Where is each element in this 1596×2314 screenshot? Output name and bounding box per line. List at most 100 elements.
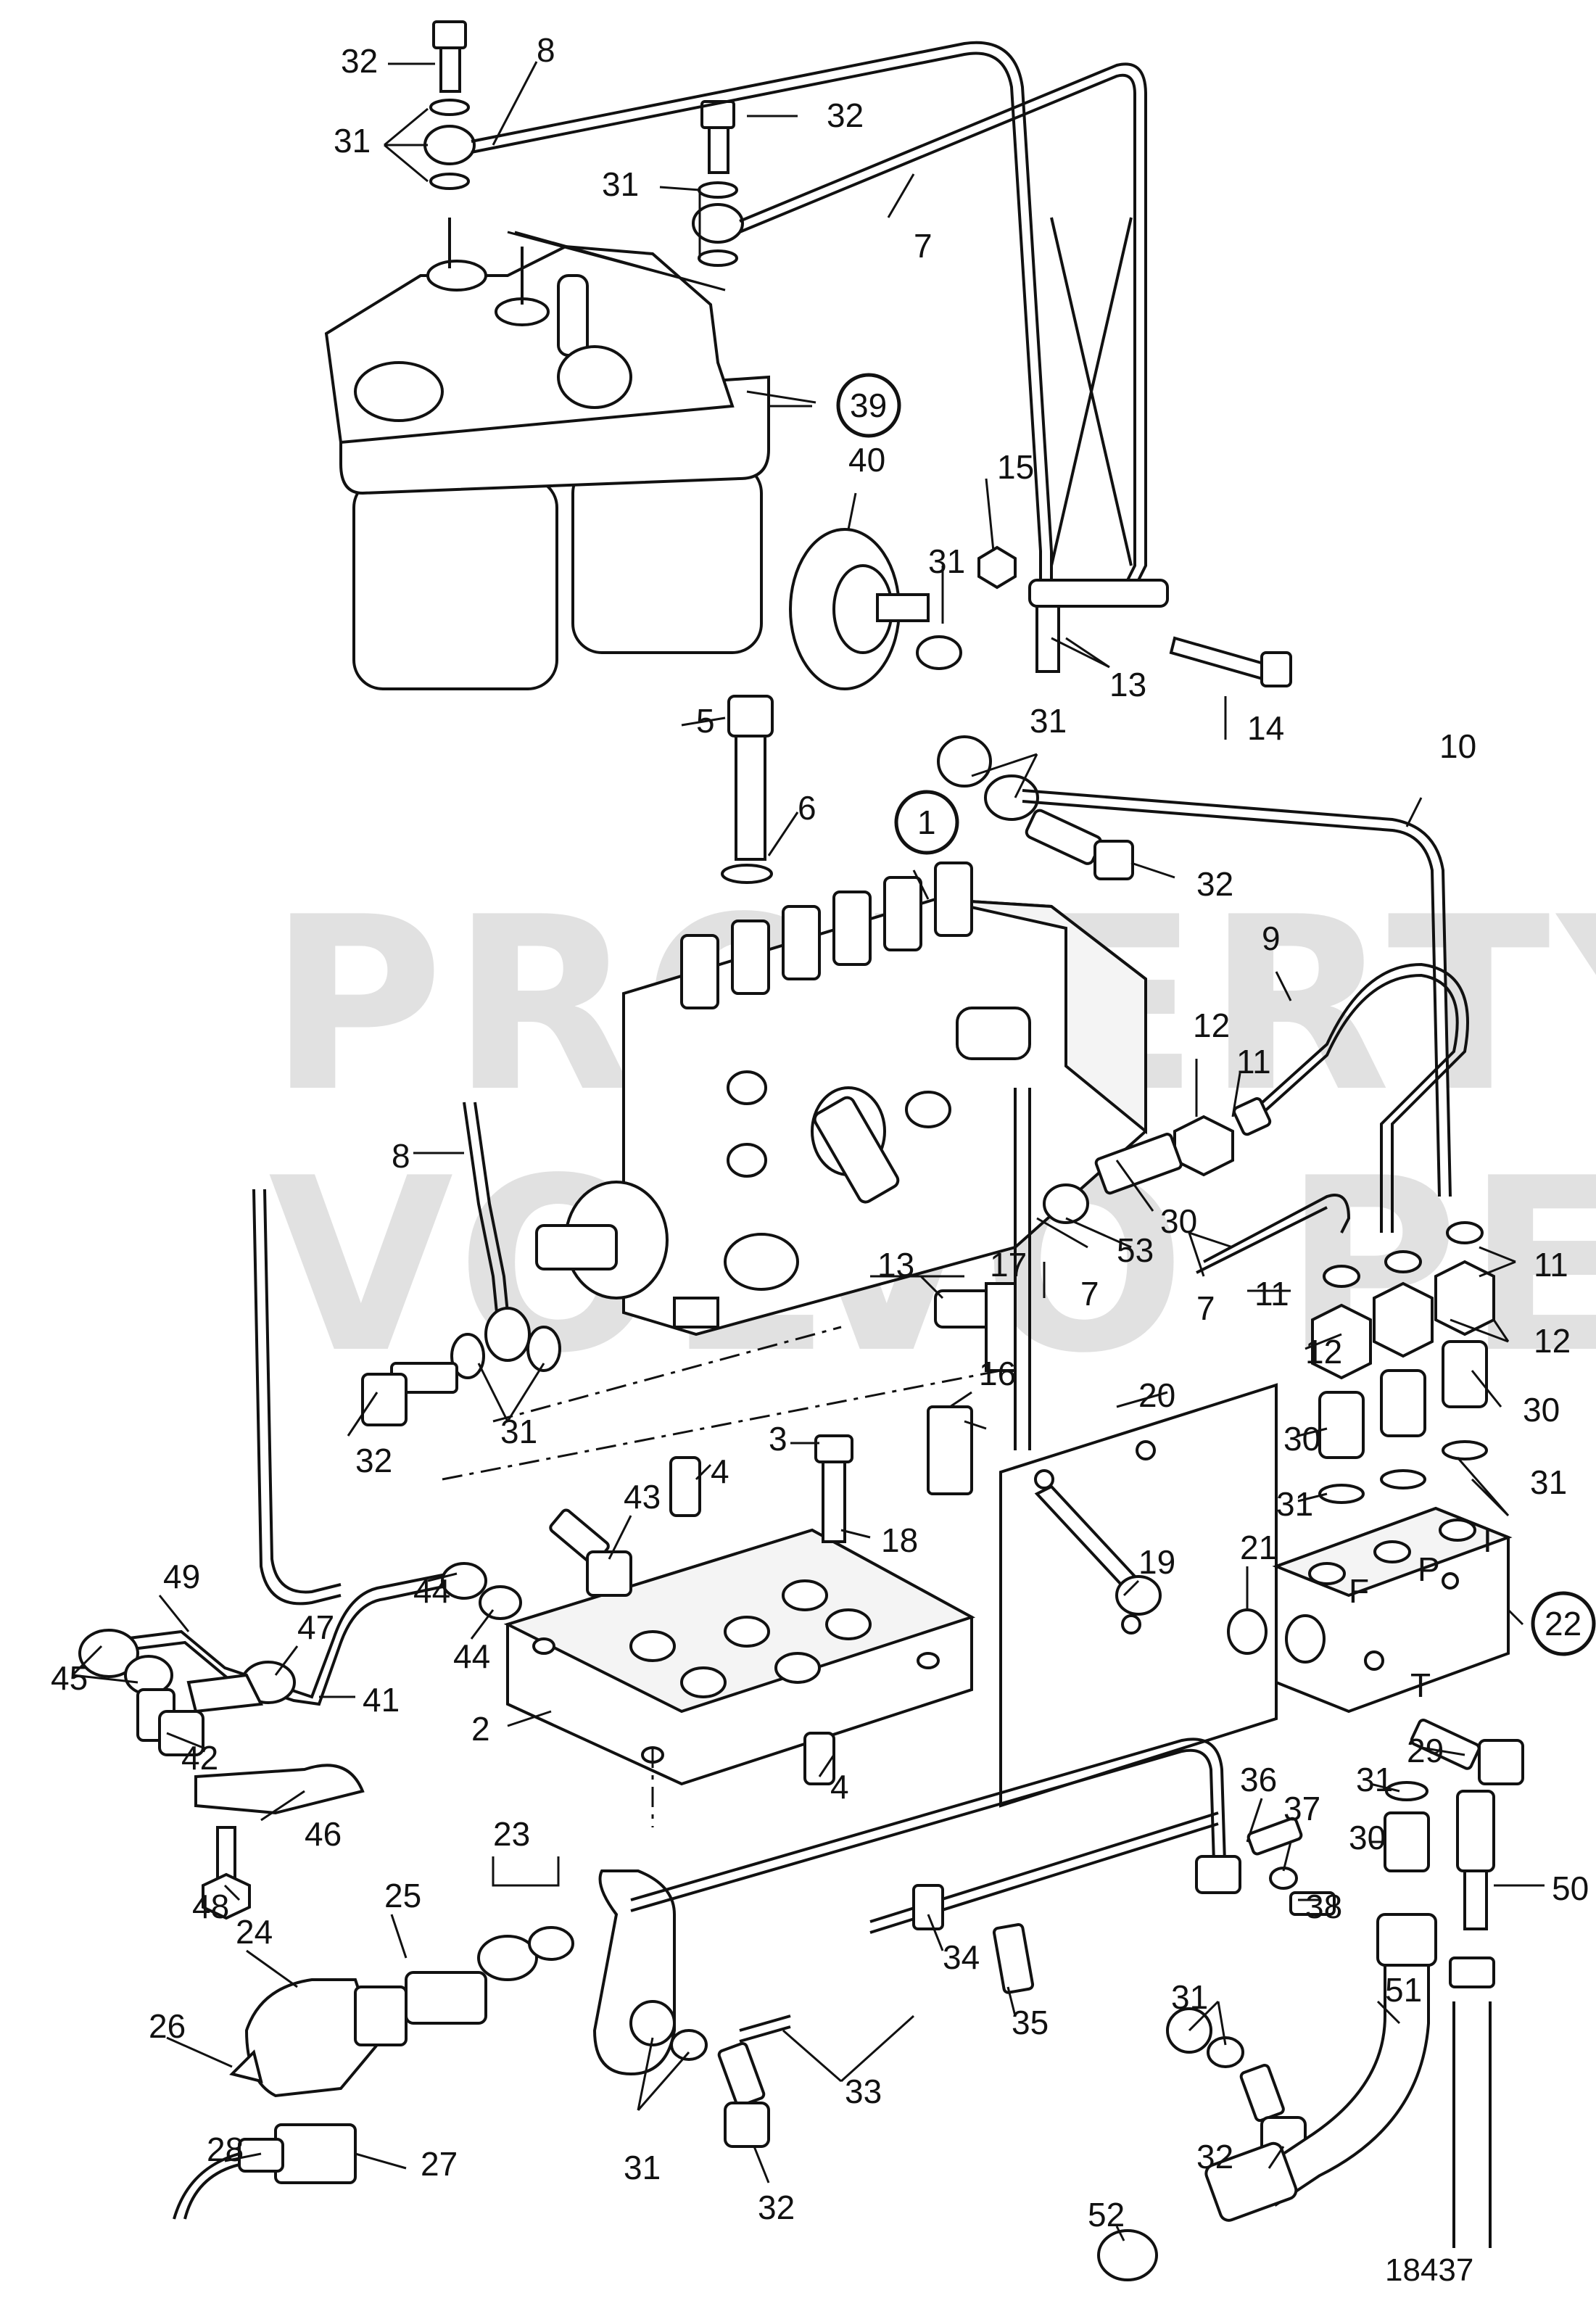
callout-31: 31	[624, 2149, 661, 2186]
callout-7: 7	[1196, 1289, 1215, 1327]
callout-32: 32	[355, 1442, 392, 1479]
callout-38: 38	[1305, 1888, 1342, 1925]
callout-number: 10	[1439, 727, 1476, 765]
callout-27: 27	[421, 2145, 458, 2183]
return-pipe-41	[78, 1562, 522, 1920]
callout-52: 52	[1088, 2196, 1125, 2234]
callout-1: 1	[894, 790, 959, 855]
callout-number: 37	[1283, 1790, 1320, 1827]
callout-40: 40	[848, 441, 885, 479]
callout-31: 31	[500, 1413, 537, 1450]
callout-number: 38	[1305, 1888, 1342, 1925]
callout-4: 4	[711, 1453, 729, 1490]
callout-37: 37	[1283, 1790, 1320, 1827]
callout-5: 5	[696, 702, 715, 740]
callout-21: 21	[1240, 1529, 1277, 1566]
callout-number: 44	[413, 1572, 450, 1610]
callout-12: 12	[1305, 1333, 1342, 1371]
pump-delivery-valves	[680, 861, 973, 1009]
callout-number: 11	[1236, 1043, 1271, 1080]
callout-number: 25	[384, 1877, 421, 1914]
fuel-pipes-top	[471, 41, 1147, 595]
callout-31: 31	[1276, 1485, 1313, 1523]
callout-number: 23	[493, 1815, 530, 1853]
callout-number: 15	[997, 448, 1034, 486]
callout-number: 16	[979, 1355, 1016, 1392]
callout-47: 47	[297, 1608, 334, 1646]
callout-13: 13	[877, 1246, 914, 1284]
callout-number: 30	[1160, 1202, 1197, 1240]
callout-number: 53	[1117, 1231, 1154, 1269]
callout-number: 31	[1356, 1761, 1393, 1798]
fuel-pipe-9	[1253, 962, 1469, 1233]
stop-solenoid	[173, 1926, 574, 2220]
callout-number: 4	[711, 1453, 729, 1490]
callout-number: 24	[236, 1913, 273, 1951]
callout-number: 36	[1240, 1761, 1277, 1798]
callout-42: 42	[181, 1739, 218, 1777]
callout-11: 11	[1534, 1246, 1568, 1284]
callout-number: 18	[881, 1521, 918, 1559]
callout-circle	[836, 373, 901, 438]
callout-29: 29	[1407, 1732, 1444, 1769]
pump-bracket-area	[927, 1088, 1351, 1495]
callout-number: 46	[305, 1815, 342, 1853]
callout-number: 32	[1196, 2138, 1233, 2175]
callout-41: 41	[363, 1681, 400, 1719]
callout-4: 4	[830, 1768, 849, 1806]
callout-number: 44	[453, 1637, 490, 1675]
fuel-pipes-left	[252, 1102, 509, 1606]
callout-30: 30	[1283, 1420, 1320, 1458]
callout-number: 31	[1171, 1978, 1208, 2016]
port-f-label: F	[1349, 1572, 1369, 1610]
bolt-29	[1410, 1718, 1524, 1785]
callout-number: 20	[1138, 1376, 1175, 1414]
callout-11: 11	[1236, 1043, 1271, 1080]
callout-number: 27	[421, 2145, 458, 2183]
callout-number: 17	[990, 1246, 1027, 1284]
callout-number: 1	[917, 803, 936, 841]
callout-number: 29	[1407, 1732, 1444, 1769]
callout-30: 30	[1160, 1202, 1197, 1240]
callout-number: 35	[1012, 2004, 1049, 2041]
mounting-plate	[503, 1528, 976, 1786]
callout-number: 26	[149, 2007, 186, 2045]
callout-number: 31	[1030, 702, 1067, 740]
callout-number: 32	[341, 42, 378, 80]
callout-10: 10	[1439, 727, 1476, 765]
callout-number: 2	[471, 1710, 490, 1748]
lower-banjo-fittings	[629, 2000, 1307, 2162]
callout-9: 9	[1262, 920, 1281, 957]
callout-number: 31	[1530, 1463, 1567, 1501]
callout-39: 39	[836, 373, 901, 438]
callout-2: 2	[471, 1710, 490, 1748]
callout-number: 32	[827, 96, 864, 134]
banjo-bolt-top-left	[423, 20, 476, 190]
callout-number: 22	[1545, 1605, 1581, 1642]
callout-32: 32	[1196, 865, 1233, 903]
callout-number: 47	[297, 1608, 334, 1646]
callout-35: 35	[1012, 2004, 1049, 2041]
callout-13: 13	[1109, 666, 1146, 703]
outlet-fittings-and-hose	[1097, 1781, 1495, 2281]
callout-45: 45	[51, 1659, 88, 1697]
callout-25: 25	[384, 1877, 421, 1914]
callout-44: 44	[453, 1637, 490, 1675]
callout-22: 22	[1531, 1591, 1596, 1656]
callout-32: 32	[341, 42, 378, 80]
callout-32: 32	[758, 2189, 795, 2226]
callout-number: 40	[848, 441, 885, 479]
callout-24: 24	[236, 1913, 273, 1951]
callout-31: 31	[1030, 702, 1067, 740]
callout-number: 31	[500, 1413, 537, 1450]
callout-51: 51	[1385, 1971, 1422, 2009]
banjo-fitting-left	[361, 1307, 561, 1426]
bolt-19	[1034, 1484, 1268, 1655]
callout-34: 34	[943, 1938, 980, 1976]
lower-pipe-assembly	[592, 1737, 1336, 2076]
callout-6: 6	[798, 789, 816, 827]
callout-number: 3	[769, 1420, 787, 1458]
callout-number: 11	[1254, 1275, 1289, 1313]
callout-3: 3	[769, 1420, 787, 1458]
